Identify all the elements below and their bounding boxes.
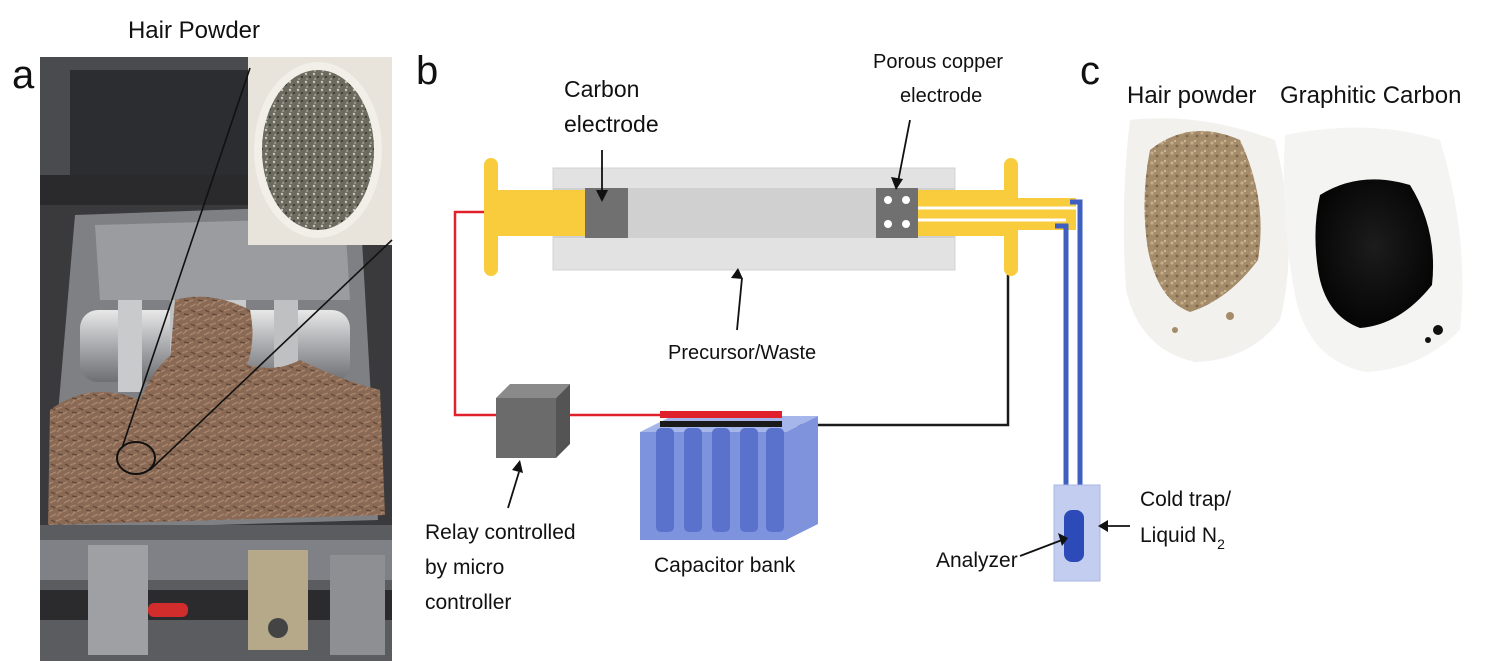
analyzer-label: Analyzer	[936, 549, 1018, 572]
zoom-line-1	[121, 67, 251, 449]
zoom-circle	[116, 441, 156, 475]
hair-powder-label: Hair powder	[1127, 82, 1256, 109]
hair-powder-photo	[1123, 118, 1289, 362]
inset-photo	[248, 57, 392, 245]
panel-a-title: Hair Powder	[128, 17, 260, 44]
panel-a: a Hair Powder	[12, 17, 393, 661]
capacitor-label: Capacitor bank	[654, 554, 796, 577]
panel-b-letter: b	[416, 49, 438, 93]
carbon-electrode	[585, 188, 628, 238]
capacitor-bank	[640, 411, 818, 540]
gas-line	[1055, 199, 1083, 505]
panel-a-letter: a	[12, 53, 35, 97]
carbon-electrode-label: Carbon electrode	[564, 76, 659, 137]
panel-b: b	[416, 49, 1237, 614]
analyzer-vessel	[1064, 510, 1084, 562]
zoom-line-2	[149, 239, 393, 471]
panel-c-letter: c	[1080, 49, 1100, 93]
porous-copper-electrode	[876, 188, 918, 238]
positive-wire-relay	[453, 210, 498, 417]
cold-trap-label: Cold trap/ Liquid N2	[1140, 488, 1237, 552]
arrows	[507, 119, 1130, 557]
copper-electrode-label: Porous copper electrode	[873, 51, 1009, 107]
panel-c: c Hair powder Graphitic Carbon	[1080, 49, 1463, 372]
precursor-label: Precursor/Waste	[668, 342, 816, 364]
relay-label: Relay controlled by micro controller	[425, 521, 581, 614]
relay-box	[496, 384, 570, 458]
left-electrode-holder	[484, 158, 585, 276]
graphitic-carbon-label: Graphitic Carbon	[1280, 82, 1461, 109]
graphitic-carbon-photo	[1283, 127, 1463, 372]
